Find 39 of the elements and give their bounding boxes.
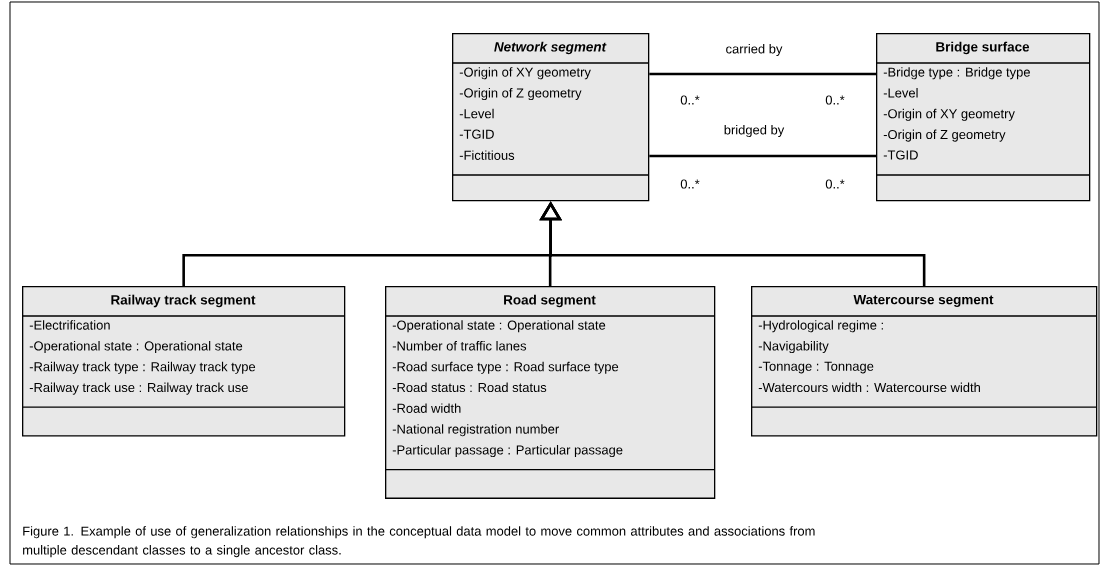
attribute-text: -Tonnage : Tonnage — [758, 361, 874, 374]
class-name: Network segment — [494, 41, 607, 55]
attribute-text: -Navigability — [758, 341, 829, 354]
attribute-text: -TGID — [883, 150, 918, 160]
edge-label: carried by — [724, 42, 784, 58]
attribute-text: -Origin of XY geometry — [459, 67, 591, 80]
class-name: Watercourse segment — [853, 294, 994, 308]
attribute-text: -Operational state : Operational state — [392, 320, 606, 333]
connector — [649, 72, 876, 76]
multiplicity-label: 0..* — [680, 179, 700, 189]
multiplicity-label: 0..* — [825, 179, 845, 189]
attribute-text: -Origin of Z geometry — [883, 129, 1006, 142]
attribute-text: -Watercours width : Watercourse width — [758, 382, 980, 393]
multiplicity-label: 0..* — [825, 95, 845, 105]
class-name: Road segment — [504, 294, 596, 308]
attribute-text: -Electrification — [29, 320, 110, 330]
attribute-text: -Operational state : Operational state — [29, 341, 243, 354]
attribute-text: -Origin of Z geometry — [459, 88, 582, 101]
attribute-text: -Level — [459, 108, 494, 119]
attribute-text: -Road surface type : Road surface type — [392, 361, 619, 374]
edge-label: bridged by — [722, 123, 786, 139]
attribute-text: -National registration number — [392, 424, 559, 437]
class-name: Bridge surface — [936, 41, 1030, 55]
attribute-text: -Railway track use : Railway track use — [29, 382, 248, 395]
attribute-text: -Level — [883, 88, 918, 98]
multiplicity-label: 0..* — [680, 95, 700, 105]
caption: Figure 1. Example of use of generalization relationships in the conceptual data model to move common attributes and associations from multiple descendant classes to a single ancestor class. — [23, 526, 815, 558]
attribute-text: -Road status : Road status — [392, 382, 547, 393]
class-name: Railway track segment — [111, 294, 256, 308]
attribute-text: -Railway track type : Railway track type — [29, 361, 256, 374]
attribute-text: -Road width — [392, 403, 461, 413]
attribute-text: -Bridge type : Bridge type — [883, 67, 1030, 80]
attribute-text: -Number of traffic lanes — [392, 341, 527, 351]
connector — [649, 154, 876, 158]
attribute-text: -Origin of XY geometry — [883, 108, 1015, 121]
attribute-text: -Particular passage : Particular passage — [392, 445, 623, 458]
attribute-text: -Hydrological regime : — [758, 320, 883, 333]
attribute-text: -TGID — [459, 129, 494, 139]
attribute-text: -Fictitious — [459, 150, 515, 160]
